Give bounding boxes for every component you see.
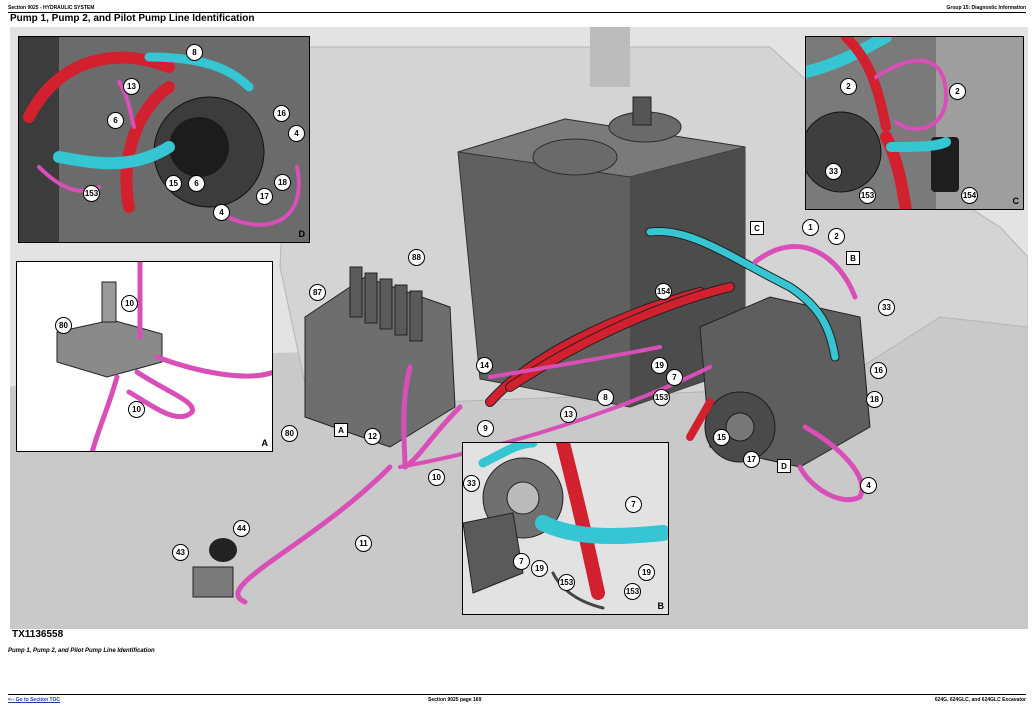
callout-87: 87 (309, 284, 326, 301)
inset-c-illustration (806, 37, 1023, 209)
inset-d-callout-17: 17 (256, 188, 273, 205)
inset-d-callout-4: 4 (288, 125, 305, 142)
inset-c-callout-2: 2 (840, 78, 857, 95)
callout-43: 43 (172, 544, 189, 561)
section-header: Section 9025 - HYDRAULIC SYSTEM (8, 5, 95, 11)
inset-c-callout-33: 33 (825, 163, 842, 180)
inset-c-callout-154: 154 (961, 187, 978, 204)
footer-rule (8, 694, 1026, 695)
inset-c: C (805, 36, 1024, 210)
header-rule (8, 12, 1026, 13)
inset-d-callout-6: 6 (107, 112, 124, 129)
inset-a-tag: A (261, 438, 269, 448)
inset-b-callout-7: 7 (625, 496, 642, 513)
page-number: Section 9025 page 169 (428, 697, 482, 703)
callout-12: 12 (364, 428, 381, 445)
inset-c-tag: C (1012, 196, 1020, 206)
inset-b-callout-19: 19 (531, 560, 548, 577)
callout-44: 44 (233, 520, 250, 537)
line-identification-figure: D A (10, 27, 1028, 629)
callout-18: 18 (866, 391, 883, 408)
callout-88: 88 (408, 249, 425, 266)
figure-id: TX1136558 (12, 629, 64, 640)
callout-2: 2 (828, 228, 845, 245)
inset-b-tag: B (657, 601, 665, 611)
inset-b-callout-153: 153 (558, 574, 575, 591)
inset-d-callout-13: 13 (123, 78, 140, 95)
inset-d-tag: D (298, 229, 306, 239)
inset-d-callout-18: 18 (274, 174, 291, 191)
callout-154: 154 (655, 283, 672, 300)
tag-d: D (777, 459, 791, 473)
callout-9: 9 (477, 420, 494, 437)
inset-a-callout-80: 80 (55, 317, 72, 334)
callout-7: 7 (666, 369, 683, 386)
tag-c: C (750, 221, 764, 235)
inset-d-callout-4b: 4 (213, 204, 230, 221)
inset-d-callout-153: 153 (83, 185, 100, 202)
callout-11: 11 (355, 535, 372, 552)
model-name: 624G, 624GLC, and 624GLC Excavator (934, 697, 1026, 703)
callout-15: 15 (713, 429, 730, 446)
inset-a: A (16, 261, 273, 452)
callout-13: 13 (560, 406, 577, 423)
group-header: Group 15: Diagnostic Information (946, 5, 1026, 11)
page-title: Pump 1, Pump 2, and Pilot Pump Line Iden… (10, 13, 255, 24)
callout-4: 4 (860, 477, 877, 494)
tag-b: B (846, 251, 860, 265)
tag-a: A (334, 423, 348, 437)
inset-d-illustration (19, 37, 309, 242)
figure-caption: Pump 1, Pump 2, and Pilot Pump Line Iden… (8, 648, 155, 654)
callout-8: 8 (597, 389, 614, 406)
callout-153: 153 (653, 389, 670, 406)
callout-16: 16 (870, 362, 887, 379)
inset-d-callout-15: 15 (165, 175, 182, 192)
inset-c-callout-2b: 2 (949, 83, 966, 100)
inset-b-callout-153b: 153 (624, 583, 641, 600)
callout-33: 33 (878, 299, 895, 316)
callout-80: 80 (281, 425, 298, 442)
inset-c-callout-153: 153 (859, 187, 876, 204)
callout-10: 10 (428, 469, 445, 486)
callout-17: 17 (743, 451, 760, 468)
inset-d-callout-6b: 6 (188, 175, 205, 192)
inset-b-callout-33: 33 (463, 475, 480, 492)
inset-a-callout-10: 10 (121, 295, 138, 312)
inset-d-callout-8: 8 (186, 44, 203, 61)
inset-b-callout-19b: 19 (638, 564, 655, 581)
callout-1: 1 (802, 219, 819, 236)
inset-a-callout-10b: 10 (128, 401, 145, 418)
callout-14: 14 (476, 357, 493, 374)
section-toc-link[interactable]: <-- Go to Section TOC (8, 697, 60, 703)
callout-19: 19 (651, 357, 668, 374)
inset-a-illustration (17, 262, 272, 451)
inset-b-callout-7b: 7 (513, 553, 530, 570)
inset-d: D (18, 36, 310, 243)
inset-d-callout-16: 16 (273, 105, 290, 122)
